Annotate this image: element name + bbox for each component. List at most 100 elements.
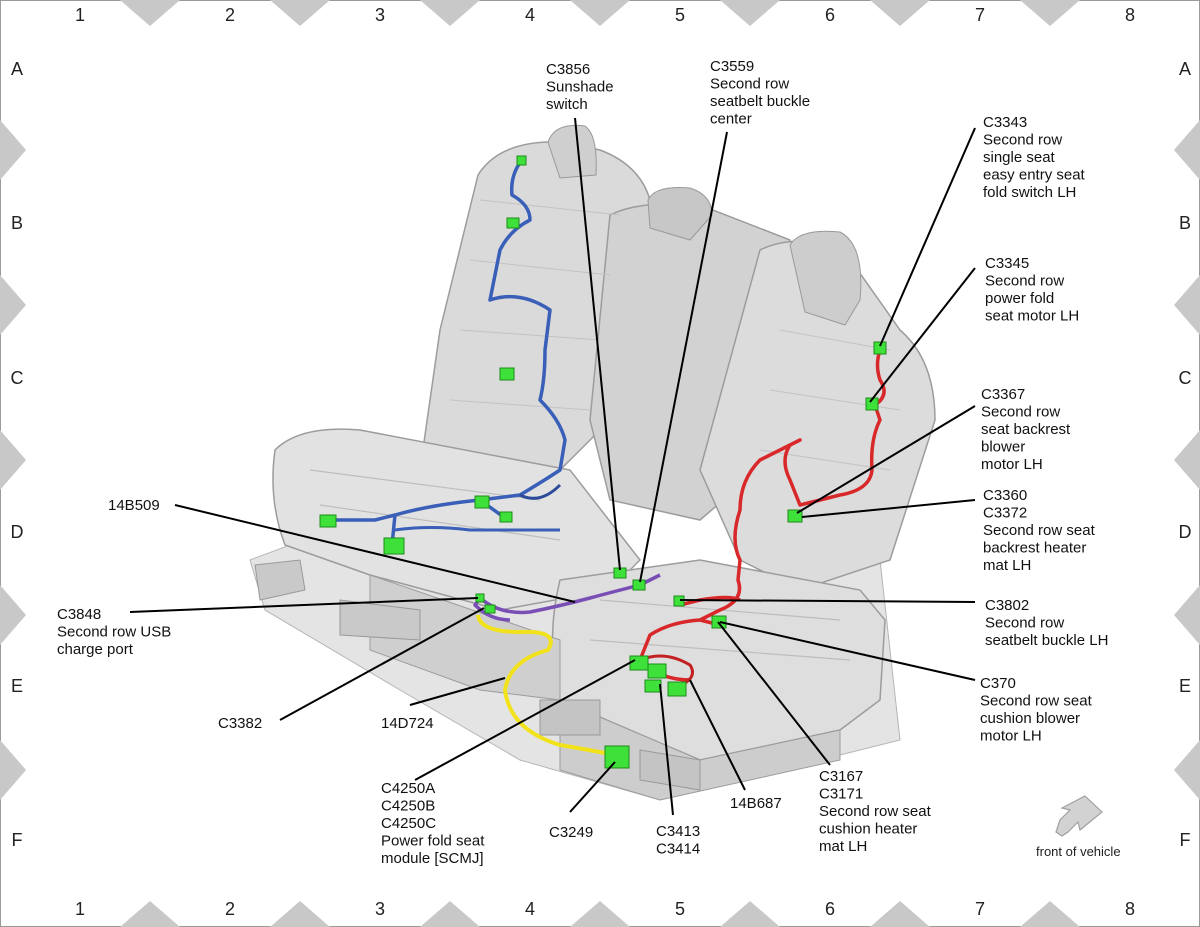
callout-line: Second row seat: [983, 522, 1096, 539]
row-label-right: E: [1179, 676, 1191, 696]
callout-line: C3559: [710, 58, 754, 75]
callout-line: center: [710, 111, 752, 128]
callout-line: C370: [980, 675, 1016, 692]
callout-line: Second row seat: [980, 693, 1093, 710]
callout-line: C3802: [985, 597, 1029, 614]
connector-c4250b: [647, 663, 667, 679]
callout-line: C3345: [985, 255, 1029, 272]
column-label-bottom: 3: [375, 899, 385, 919]
column-label-top: 1: [75, 5, 85, 25]
callout-line: cushion heater: [819, 821, 917, 838]
callout-line: Second row: [981, 404, 1060, 421]
column-label-bottom: 2: [225, 899, 235, 919]
callout-line: C3413: [656, 823, 700, 840]
column-label-top: 2: [225, 5, 235, 25]
right-backrest: [699, 240, 936, 591]
row-label-right: B: [1179, 213, 1191, 233]
column-label-top: 3: [375, 5, 385, 25]
callout-line: motor LH: [981, 456, 1043, 473]
callout-line: C3372: [983, 505, 1027, 522]
front-of-vehicle-label: front of vehicle: [1036, 844, 1121, 859]
callout-line: power fold: [985, 290, 1054, 307]
right-markers: [1174, 120, 1200, 800]
callout-line: single seat: [983, 149, 1056, 166]
arrow-icon: [1055, 795, 1103, 837]
callout-line: module [SCMJ]: [381, 850, 484, 867]
column-label-top: 5: [675, 5, 685, 25]
front-of-vehicle-indicator: front of vehicle: [1036, 795, 1121, 859]
callout-line: Second row: [983, 132, 1062, 149]
callout-line: charge port: [57, 641, 134, 658]
connector-c-back: [499, 367, 515, 381]
connector-c3249: [604, 745, 630, 769]
connector-d-left: [319, 514, 337, 528]
connector-c3414: [667, 681, 687, 697]
leader-lines: [129, 117, 976, 816]
callout-line: motor LH: [980, 728, 1042, 745]
callout-line: C3856: [546, 61, 590, 78]
callout-line: blower: [981, 439, 1025, 456]
callout-line: easy entry seat: [983, 167, 1086, 184]
callout-line: C3382: [218, 715, 262, 732]
right-headrest: [789, 230, 862, 326]
callout-line: mat LH: [983, 557, 1031, 574]
callout-line: Second row: [985, 615, 1064, 632]
callout-line: mat LH: [819, 838, 867, 855]
callout-line: cushion blower: [980, 710, 1080, 727]
callout-w14b509: 14B509: [108, 497, 160, 514]
callout-line: Sunshade: [546, 79, 614, 96]
callout-line: seatbelt buckle LH: [985, 632, 1108, 649]
callout-line: C3414: [656, 841, 700, 858]
connector-b-back: [506, 217, 520, 229]
callout-line: backrest heater: [983, 540, 1086, 557]
column-label-top: 4: [525, 5, 535, 25]
callout-line: C3360: [983, 487, 1027, 504]
connector-c3382: [484, 604, 496, 614]
callout-line: fold switch LH: [983, 184, 1076, 201]
top-markers: [120, 0, 1080, 26]
row-label-right: C: [1179, 368, 1192, 388]
column-label-top: 6: [825, 5, 835, 25]
callout-line: Second row seat: [819, 803, 932, 820]
callout-c3382: C3382: [218, 715, 262, 732]
yellow-harness: [476, 614, 616, 757]
callout-w14b687: 14B687: [730, 795, 782, 812]
callout-line: seat motor LH: [985, 308, 1079, 325]
connector-d-mid: [474, 495, 490, 509]
left-headrest: [547, 124, 597, 179]
row-label-left: E: [11, 676, 23, 696]
callout-c3249: C3249: [549, 824, 593, 841]
row-label-left: F: [12, 830, 23, 850]
callout-line: switch: [546, 96, 588, 113]
callout-line: C3848: [57, 606, 101, 623]
callout-line: C3171: [819, 786, 863, 803]
callout-line: 14D724: [381, 715, 434, 732]
callout-line: 14B687: [730, 795, 782, 812]
row-label-left: B: [11, 213, 23, 233]
column-label-bottom: 5: [675, 899, 685, 919]
purple-harness: [473, 573, 661, 622]
row-label-left: A: [11, 59, 23, 79]
connector-d-small: [499, 511, 513, 523]
callout-line: C3249: [549, 824, 593, 841]
connector-c3343: [873, 341, 887, 355]
column-label-bottom: 8: [1125, 899, 1135, 919]
connector-c3559: [632, 579, 646, 591]
callout-line: C3367: [981, 386, 1025, 403]
connector-upper-back: [516, 155, 527, 166]
row-label-left: D: [11, 522, 24, 542]
